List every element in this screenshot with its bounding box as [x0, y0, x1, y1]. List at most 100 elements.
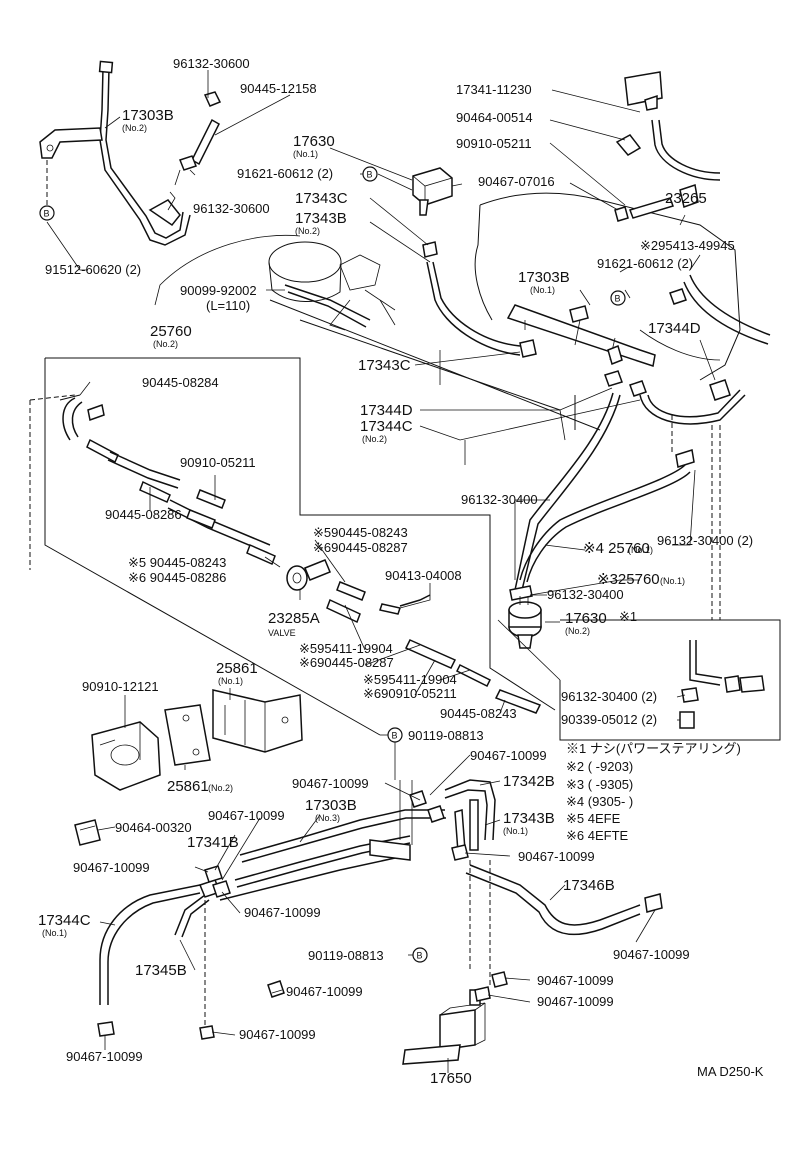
label-90910-05211-mid: 90910-05211 [180, 455, 256, 470]
label-25861-no2-sub: (No.2) [208, 783, 233, 793]
pipe-17303b-no1 [506, 304, 656, 397]
label-90464-00514: 90464-00514 [456, 110, 533, 125]
engine-outline [154, 192, 741, 465]
label-90467-10099-e: 90467-10099 [518, 849, 595, 864]
label-17346b: 17346B [563, 877, 615, 894]
label-90467-10099-h: 90467-10099 [537, 973, 614, 988]
note-3: ※3 ( -9305) [566, 777, 633, 792]
label-17303b-no3: 17303B [305, 797, 357, 814]
hose-17342b [444, 779, 496, 853]
vacuum-switch-17630-no2 [508, 585, 542, 649]
label-90910-05211-top: 90910-05211 [456, 136, 532, 151]
label-91621-60612-b: 91621-60612 (2) [597, 256, 693, 271]
label-17343c-top: 17343C [295, 190, 348, 207]
label-90445-08286: 90445-08286 [105, 507, 182, 522]
label-17345b: 17345B [135, 962, 187, 979]
label-90467-10099-k: 90467-10099 [239, 1027, 316, 1042]
label-25861-no2: 25861 [167, 778, 209, 795]
ref-circle-b-2: B [39, 205, 55, 221]
label-91512-60620: 91512-60620 (2) [45, 262, 141, 277]
label-25760-no2: 25760 [150, 323, 192, 340]
label-17650: 17650 [430, 1070, 472, 1087]
label-90467-10099-f: 90467-10099 [244, 905, 321, 920]
label-96132-30400-mid: 96132-30400 [461, 492, 538, 507]
hose-17346b [465, 864, 663, 936]
label-6-90445-08287-b: ※690445-08287 [299, 655, 394, 670]
part-labels: 96132-30600 90445-12158 17303B (No.2) 17… [38, 56, 753, 1087]
label-90467-10099-d: 90467-10099 [73, 860, 150, 875]
label-90467-07016: 90467-07016 [478, 174, 555, 189]
leader-lines [46, 70, 716, 1073]
label-17344c-no1-sub: (No.1) [42, 928, 67, 938]
label-90445-08284: 90445-08284 [142, 375, 219, 390]
label-5-95411-19904-b: ※595411-19904 [363, 672, 457, 687]
label-90099-92002-sub: (L=110) [206, 298, 250, 313]
label-4-25760-no1: ※4 25760 [583, 540, 650, 557]
throttle-body-90910-12121 [91, 721, 161, 791]
label-90467-10099-g: 90467-10099 [613, 947, 690, 962]
label-25760-no2-sub: (No.2) [153, 339, 178, 349]
label-5-90445-08243: ※590445-08243 [313, 525, 408, 540]
vacuum-switch-17630-no1 [412, 167, 463, 216]
hose-17344c-no1 [97, 884, 201, 1037]
note-4: ※4 (9305- ) [566, 794, 633, 809]
hose-17344c-17344d [639, 379, 746, 620]
label-17344d-right: 17344D [648, 320, 701, 337]
label-91621-60612-a: 91621-60612 (2) [237, 166, 333, 181]
block-17341-11230 [624, 71, 663, 111]
label-17343b-no1-sub: (No.1) [503, 826, 528, 836]
note-5: ※5 4EFE [566, 811, 621, 826]
label-23285a-sub: VALVE [268, 628, 296, 638]
label-3-25760-no1-sub: (No.1) [660, 576, 685, 586]
label-17342b: 17342B [503, 773, 555, 790]
label-90445-12158: 90445-12158 [240, 81, 317, 96]
label-90413-04008: 90413-04008 [385, 568, 462, 583]
hose-17343b-no2 [422, 241, 537, 358]
hose-17344d-right [669, 274, 771, 345]
label-17630-no2-sub: (No.2) [565, 626, 590, 636]
label-90467-10099-j: 90467-10099 [537, 994, 614, 1009]
ref-circle-b-3: B [610, 290, 626, 306]
bracket-25861-no2 [164, 704, 211, 766]
label-17303b-no3-sub: (No.3) [315, 813, 340, 823]
label-17343b-no1: 17343B [503, 810, 555, 827]
clamp-90464-00320 [74, 819, 101, 846]
label-90099-92002: 90099-92002 [180, 283, 257, 298]
label-5-90445-08243-b: ※5 90445-08243 [128, 555, 226, 570]
ref-circle-b-4: B [387, 727, 403, 743]
label-17343b-no2: 17343B [295, 210, 347, 227]
label-17341-11230: 17341-11230 [456, 82, 532, 97]
hose-kit-parts [62, 397, 542, 714]
label-90467-10099-l: 90467-10099 [66, 1049, 143, 1064]
label-23285a: 23285A [268, 610, 320, 627]
label-90910-12121: 90910-12121 [82, 679, 159, 694]
label-17344d-mid: 17344D [360, 402, 413, 419]
label-90339-05012: 90339-05012 (2) [561, 712, 657, 727]
label-17341b: 17341B [187, 834, 239, 851]
label-25861-no1: 25861 [216, 660, 258, 677]
ref-b-label: B [392, 731, 398, 741]
pipe-17303b-no3 [219, 780, 446, 901]
label-17630-no1: 17630 [293, 133, 335, 150]
drawing-code: MA D250-K [697, 1064, 764, 1079]
label-17343b-no2-sub: (No.2) [295, 226, 320, 236]
label-96132-30600-top: 96132-30600 [173, 56, 250, 71]
label-17303b-no1: 17303B [518, 269, 570, 286]
label-17344c-no2: 17344C [360, 418, 413, 435]
note-1: ※1 ナシ(パワーステアリング) [566, 741, 741, 756]
fitting-90099-92002 [284, 284, 371, 328]
hose-90445-12158 [167, 91, 222, 211]
label-17303b-no1-sub: (No.1) [530, 285, 555, 295]
label-96132-30400-inset: 96132-30400 (2) [561, 689, 657, 704]
vsv-17650 [402, 860, 491, 1065]
label-23265: 23265 [665, 190, 707, 207]
ref-b-label: B [615, 294, 621, 304]
label-17343c-mid: 17343C [358, 357, 411, 374]
label-17303b-no2-sub: (No.2) [122, 123, 147, 133]
label-90467-10099-c: 90467-10099 [208, 808, 285, 823]
label-3-25760-no1: ※325760 [597, 571, 660, 588]
label-5-95411-19904-a: ※595411-19904 [299, 641, 393, 656]
ref-circle-b-5: B [412, 947, 428, 963]
